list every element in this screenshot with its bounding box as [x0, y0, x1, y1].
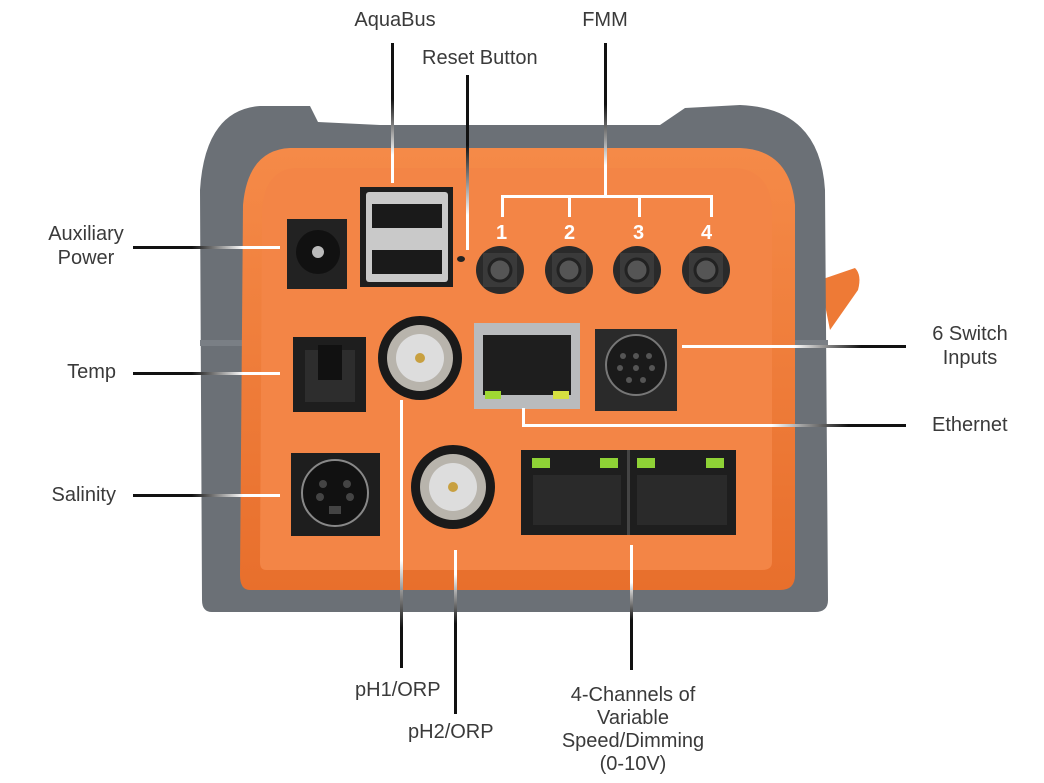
ethernet-leader-line	[522, 424, 906, 427]
ethernet-port	[474, 323, 580, 409]
ph1-bnc-connector	[378, 316, 462, 400]
ph2-leader-line	[454, 550, 457, 714]
variable-speed-leader-line	[630, 545, 633, 670]
switch-inputs-leader-line	[682, 345, 906, 348]
fmm-port-2-number: 2	[564, 222, 576, 244]
reset-button-label: Reset Button	[422, 47, 538, 69]
ethernet-leader-drop	[522, 408, 525, 426]
side-tab	[820, 268, 860, 330]
auxiliary-power-label-line1: Auxiliary	[48, 223, 124, 245]
fmm-port-3-number: 3	[633, 222, 645, 244]
reset-button-hole	[457, 256, 465, 262]
auxiliary-power-label-line2: Power	[57, 247, 115, 269]
variable-speed-label: 4-Channels of Variable Speed/Dimming (0-…	[548, 684, 718, 776]
fmm-port-4-number: 4	[701, 222, 713, 244]
switch-inputs-label-line1: 6 Switch	[932, 323, 1008, 345]
auxiliary-power-jack	[287, 219, 347, 289]
fmm-bracket	[501, 195, 713, 217]
auxiliary-power-leader-line	[133, 246, 280, 249]
ph1-leader-line	[400, 400, 403, 668]
aquabus-leader-line	[391, 43, 394, 183]
temp-leader-line	[133, 372, 280, 375]
variable-speed-ports	[521, 450, 736, 535]
ph2-orp-label: pH2/ORP	[408, 721, 494, 743]
variable-speed-label-line2: Variable	[597, 707, 669, 729]
switch-inputs-label-line2: Inputs	[942, 347, 998, 369]
fmm-label: FMM	[582, 9, 628, 31]
ethernet-label: Ethernet	[932, 414, 1008, 436]
fmm-port-1-number: 1	[496, 222, 508, 244]
ph2-bnc-connector	[411, 445, 495, 529]
switch-inputs-label: 6 Switch Inputs	[915, 322, 1025, 370]
switch-inputs-port	[595, 329, 677, 411]
fmm-ports	[476, 246, 730, 294]
variable-speed-label-line4: (0-10V)	[599, 753, 667, 775]
variable-speed-label-line1: 4-Channels of	[570, 684, 696, 706]
salinity-leader-line	[133, 494, 280, 497]
aquabus-usb-ports	[360, 187, 453, 287]
variable-speed-label-line3: Speed/Dimming	[561, 730, 705, 752]
salinity-label: Salinity	[51, 484, 116, 506]
temp-port	[293, 337, 366, 412]
aquabus-label: AquaBus	[354, 9, 436, 31]
reset-button-leader-line	[466, 75, 469, 250]
fmm-leader-line	[604, 43, 607, 196]
salinity-port	[291, 453, 380, 536]
ph1-orp-label: pH1/ORP	[355, 679, 441, 701]
temp-label: Temp	[67, 361, 116, 383]
auxiliary-power-label: Auxiliary Power	[36, 222, 136, 270]
